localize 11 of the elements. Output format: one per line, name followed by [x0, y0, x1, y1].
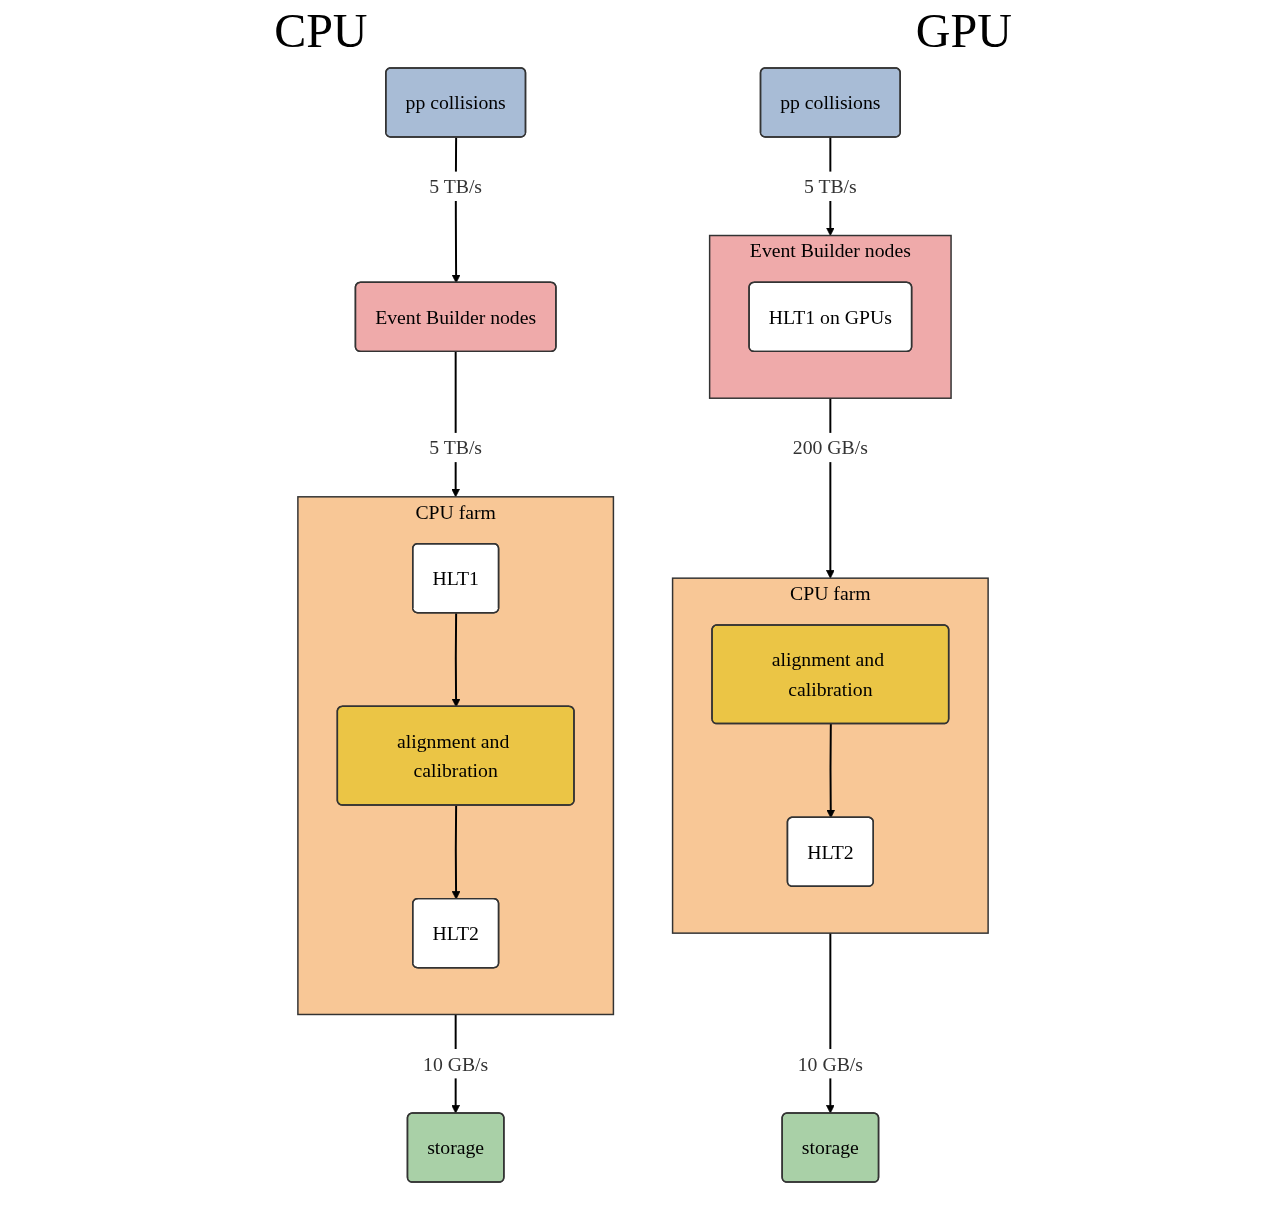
arrow — [451, 804, 461, 900]
edge-label: 5 TB/s — [803, 175, 857, 198]
arrow — [451, 612, 461, 708]
arrow — [826, 723, 836, 819]
column-heading: GPU — [915, 2, 1012, 58]
edge-label: 5 TB/s — [429, 175, 483, 198]
edge-label: 200 GB/s — [792, 436, 868, 459]
edge-label: 10 GB/s — [423, 1052, 489, 1075]
edge-label: 5 TB/s — [429, 436, 483, 459]
column-heading: CPU — [274, 2, 368, 58]
edge-label: 10 GB/s — [797, 1052, 863, 1075]
